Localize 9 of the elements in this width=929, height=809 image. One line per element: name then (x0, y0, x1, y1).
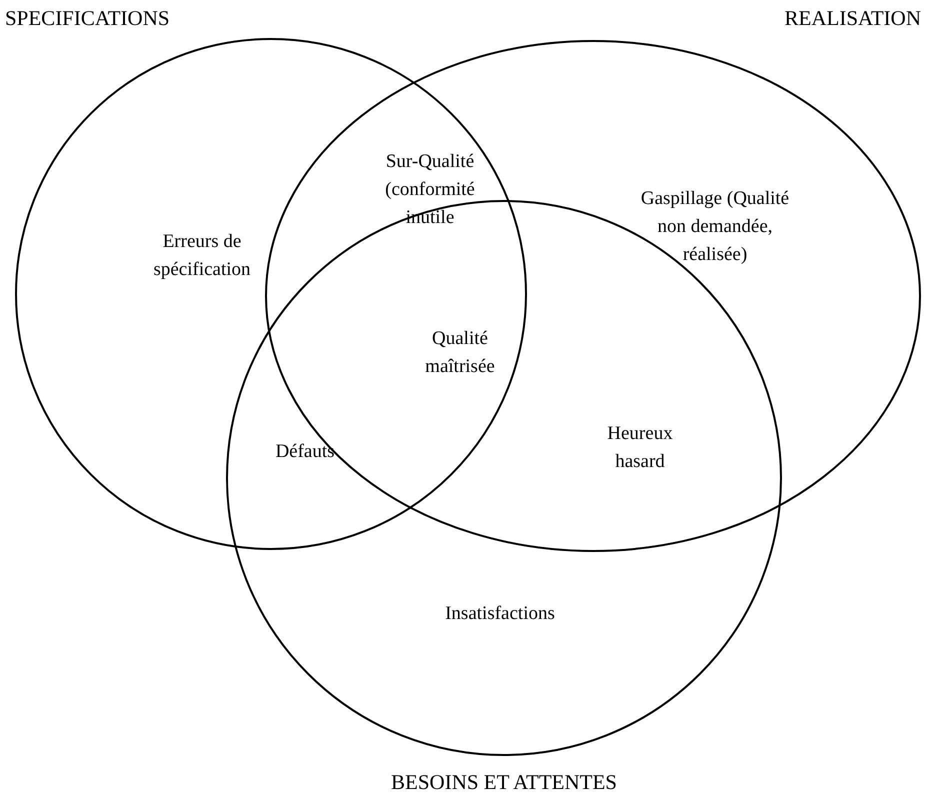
region-label: Gaspillage (Qualité non demandée, réalisée) (640, 187, 790, 267)
set-title: BESOINS ET ATTENTES (390, 770, 618, 795)
set-title: SPECIFICATIONS (5, 6, 170, 31)
region-label: Qualité maîtrisée (424, 327, 496, 379)
region-label: Défauts (274, 440, 336, 464)
region-label: Erreurs de spécification (152, 230, 252, 282)
region-label: Insatisfactions (444, 602, 556, 626)
region-label: Heureux hasard (606, 422, 674, 474)
set-title: REALISATION (784, 6, 921, 31)
